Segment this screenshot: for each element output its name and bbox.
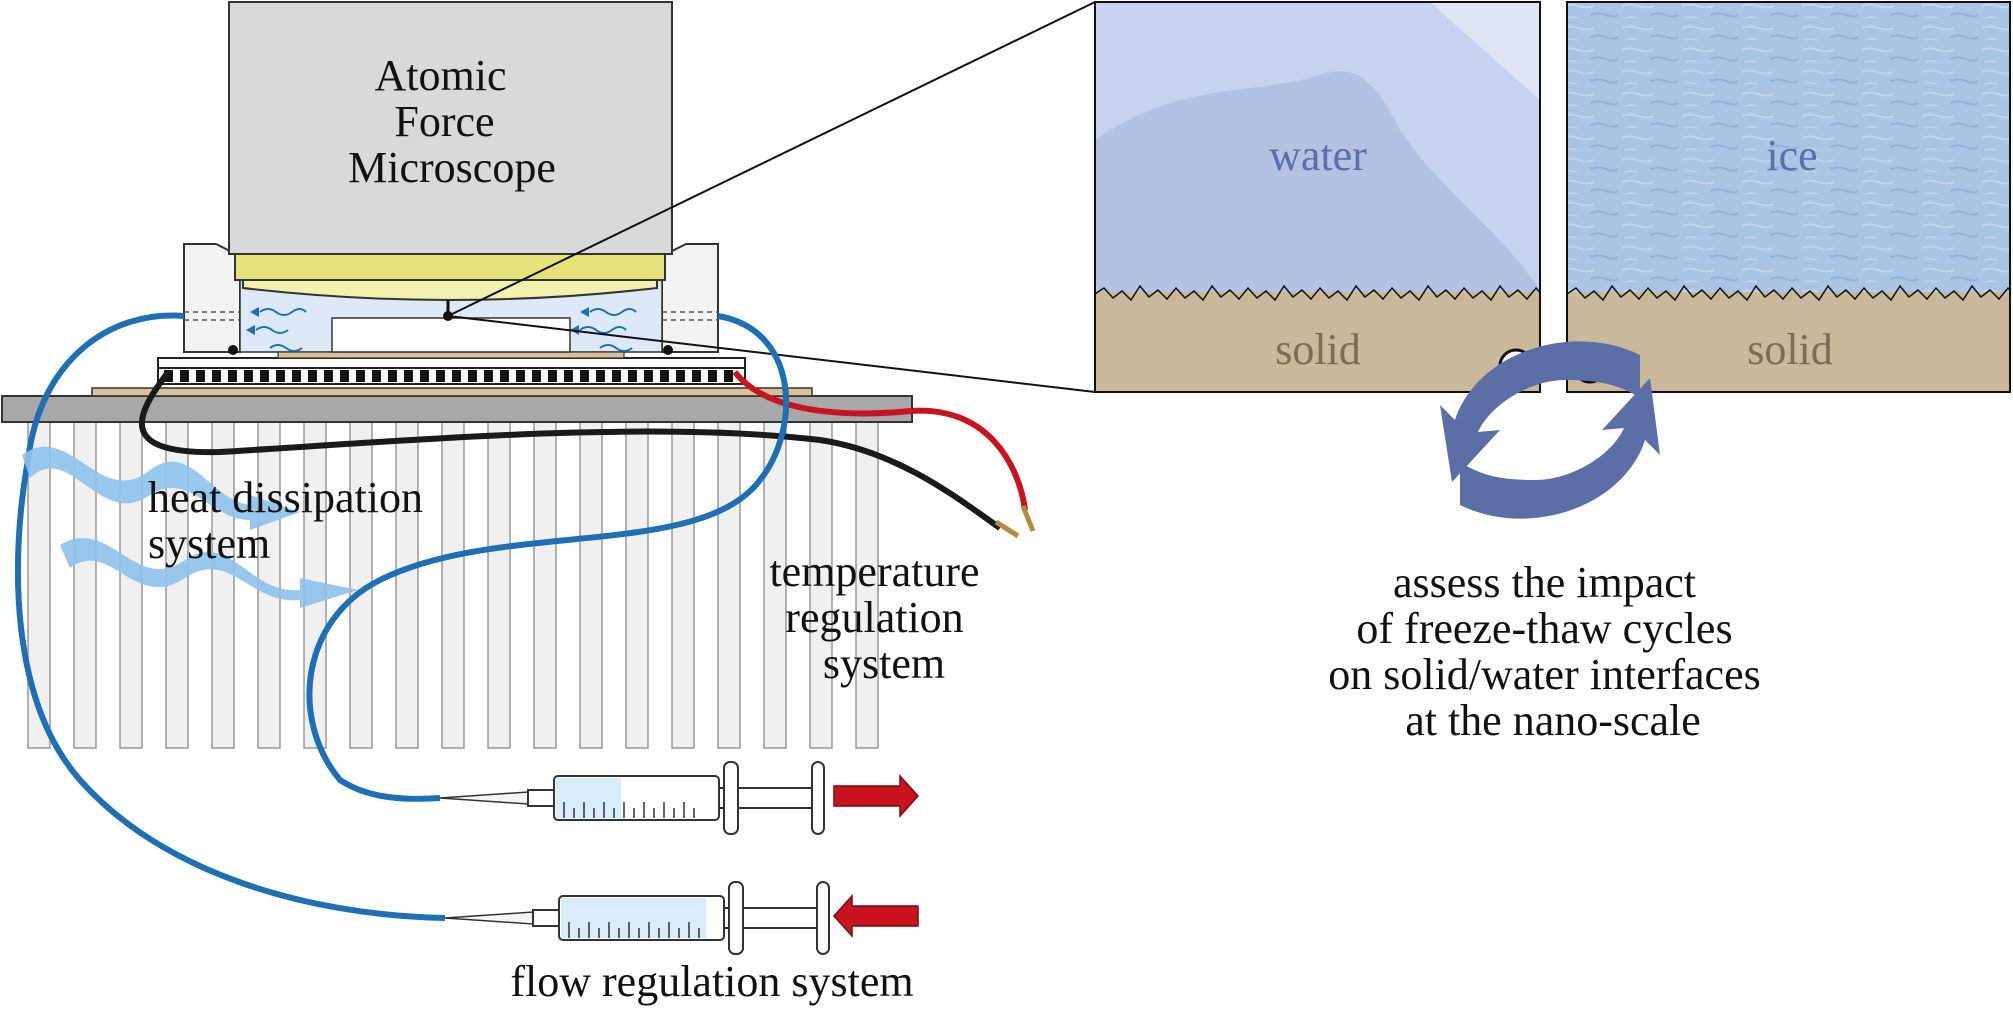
- black-wire: [138, 370, 1002, 531]
- heat-sink-fin: [533, 421, 557, 749]
- afm-label: Atomic Force Microscope: [348, 51, 556, 192]
- heat-sink-fin: [487, 421, 511, 749]
- syringe-inlet: [444, 881, 830, 955]
- inset-ice: ice solid: [1566, 1, 2011, 393]
- inset-water: water solid: [1094, 1, 1541, 393]
- syringe-outlet: [439, 761, 825, 835]
- blue-tube-inlet: [14, 312, 446, 921]
- ice-label: ice: [1766, 131, 1817, 180]
- red-arrow-left-icon: [832, 894, 919, 938]
- heat-sink-fin: [211, 421, 235, 749]
- thermal-pad: [91, 387, 813, 397]
- assess-label: assess the impact of freeze-thaw cycles …: [1328, 558, 1772, 745]
- red-wire: [732, 370, 1028, 511]
- heat-sink-fin: [441, 421, 465, 749]
- freeze-thaw-cycle-icon: [1440, 341, 1660, 519]
- heat-flow-arrows: [22, 446, 358, 608]
- heat-sink-fin: [119, 421, 143, 749]
- heat-sink-fin: [717, 421, 741, 749]
- red-arrow-right-icon: [833, 774, 920, 818]
- afm-body: [228, 1, 673, 255]
- solid-label-left: solid: [1275, 325, 1361, 374]
- water-label: water: [1269, 131, 1367, 180]
- solid-label-right: solid: [1747, 325, 1833, 374]
- heat-dissipation-label: heat dissipation system: [148, 473, 434, 568]
- temperature-regulation-label: temperature regulation system: [769, 547, 990, 688]
- heat-sink-fin: [395, 421, 419, 749]
- peltier-element: [157, 357, 746, 385]
- blue-tube-outlet: [306, 313, 790, 802]
- heat-sink-fin: [671, 421, 695, 749]
- flow-regulation-label: flow regulation system: [510, 957, 913, 1006]
- heat-sink-fin: [625, 421, 649, 749]
- heat-sink-fin: [579, 421, 603, 749]
- heat-sink-base: [1, 395, 913, 423]
